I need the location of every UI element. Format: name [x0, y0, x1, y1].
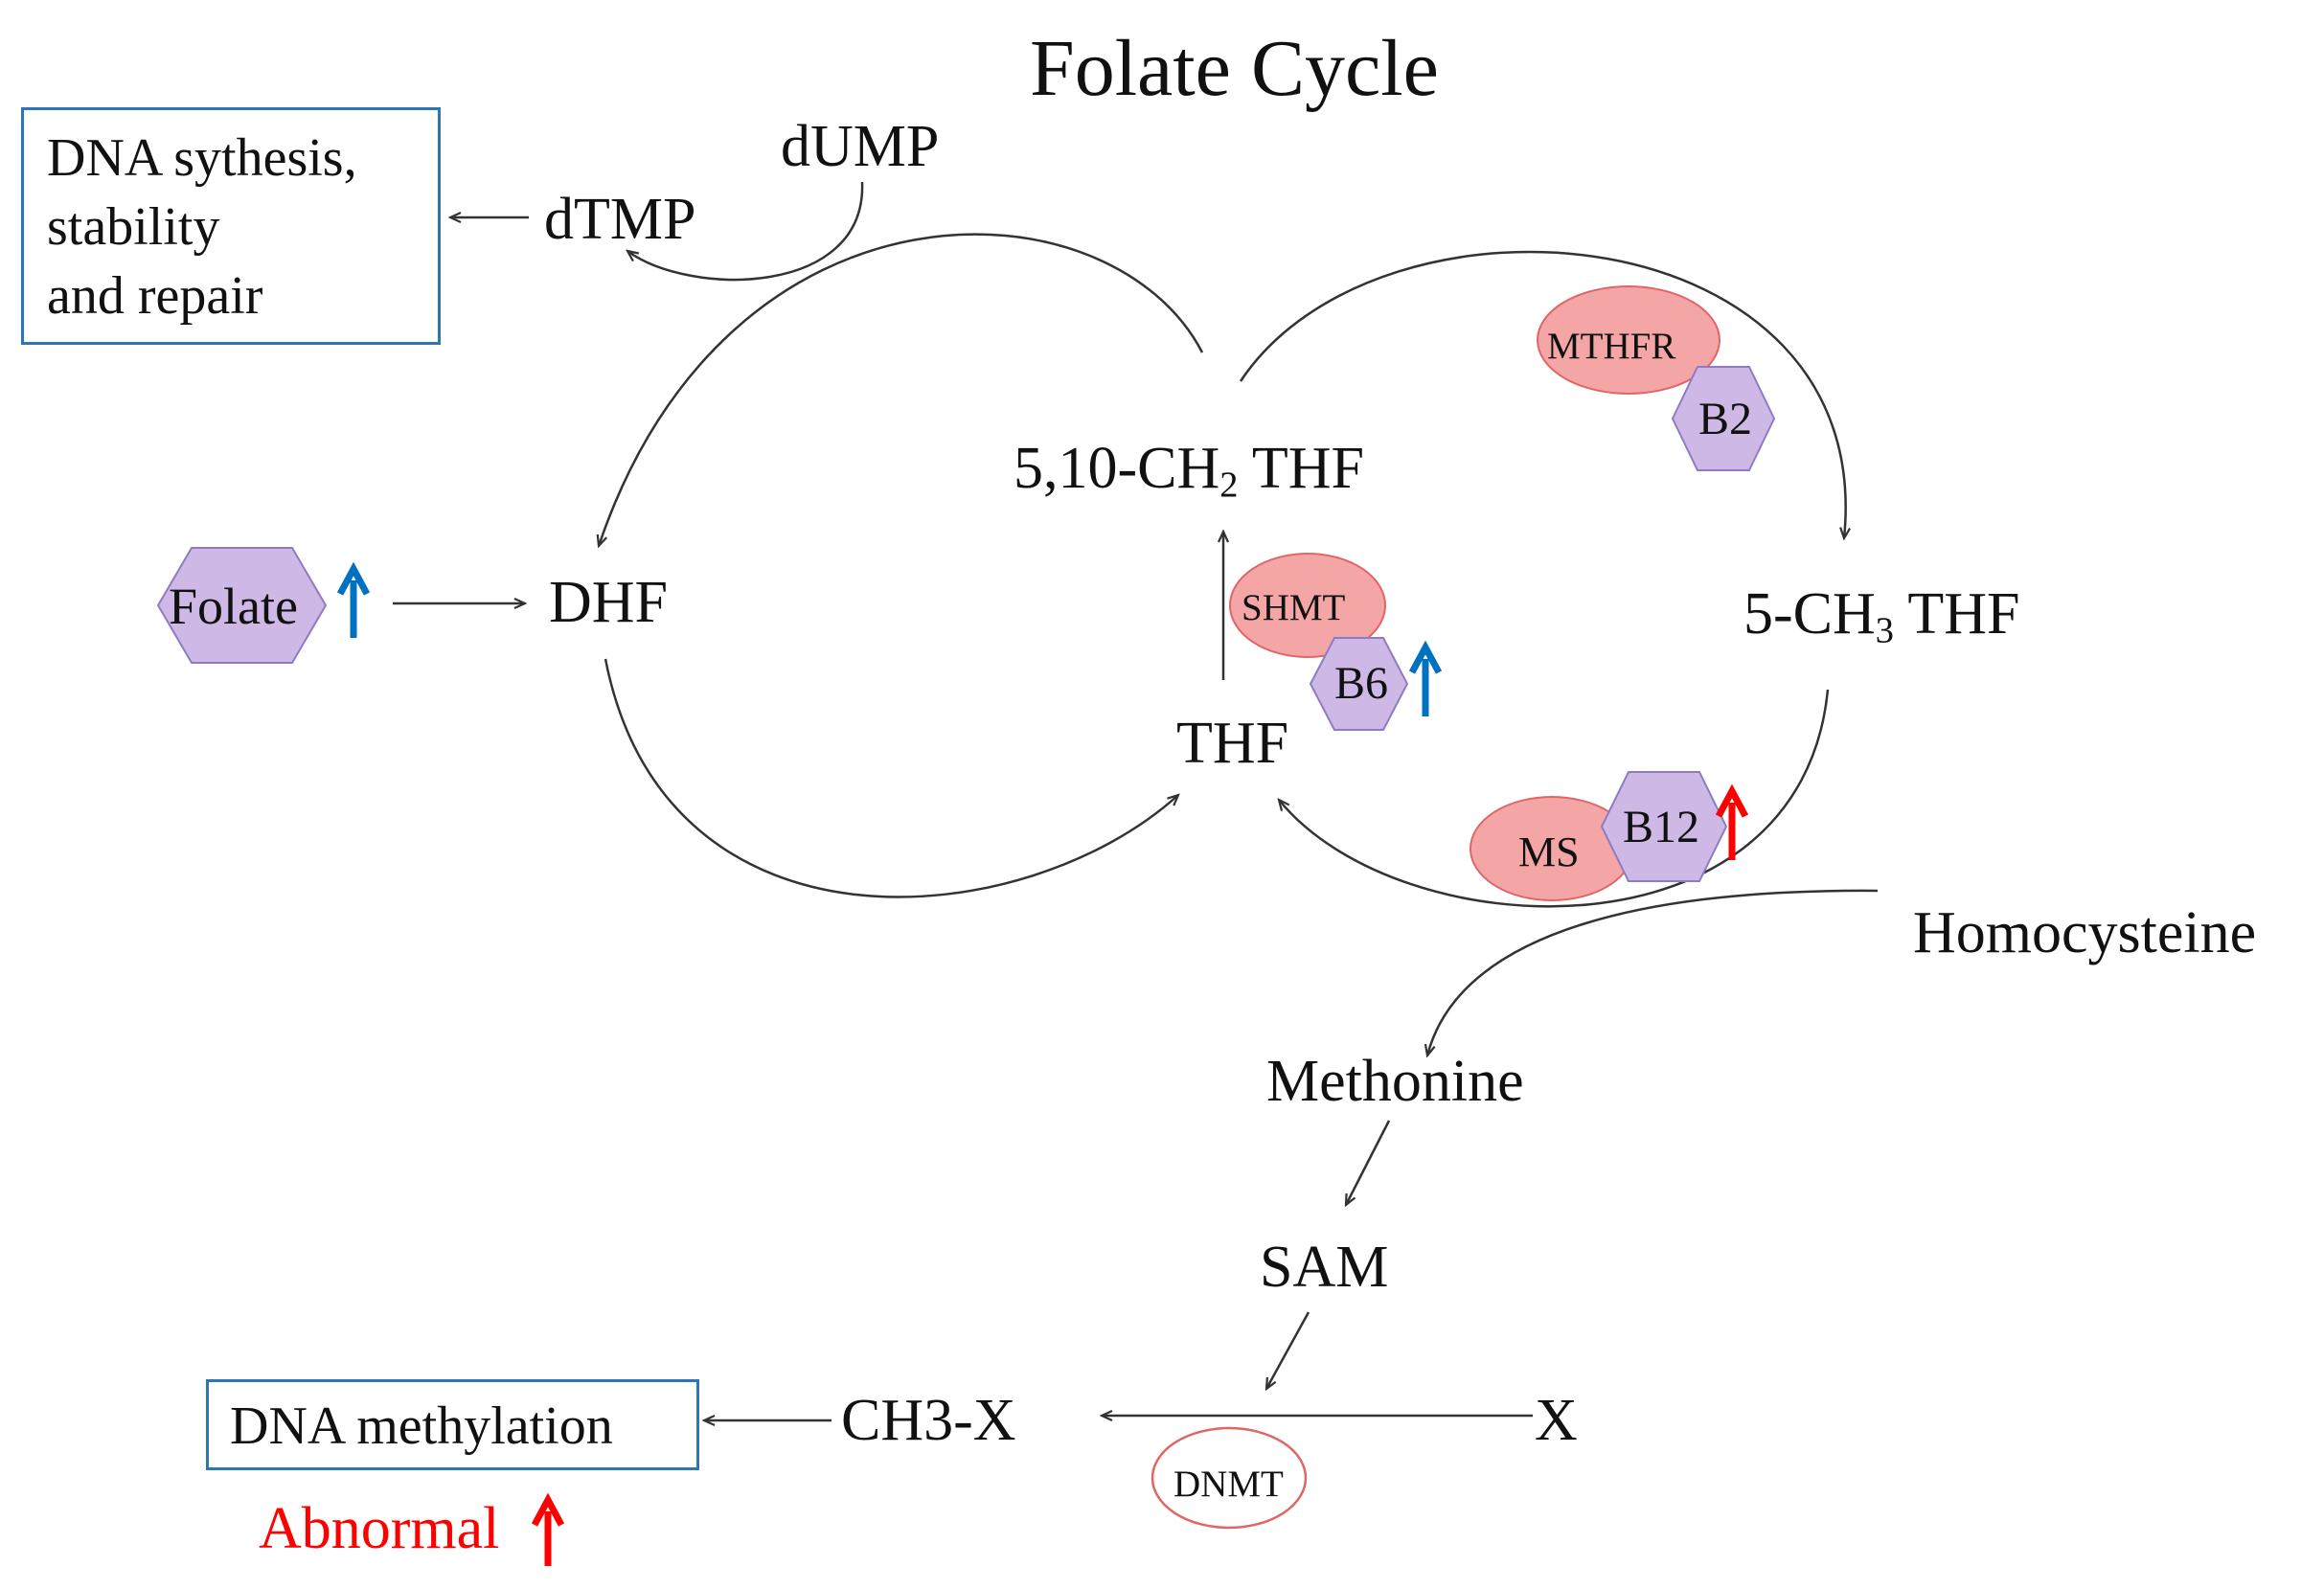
b6-hexagon: [1309, 637, 1409, 731]
b12-label: B12: [1623, 802, 1700, 852]
dna-synthesis-line-2: stability: [47, 197, 220, 257]
folate-hexagon: [156, 547, 328, 664]
arrow-dump-to-dtmp: [627, 181, 864, 282]
shmt-enzyme-shape: [1229, 553, 1386, 658]
b6-label: B6: [1334, 658, 1389, 709]
increase-arrow-b6: [1408, 640, 1443, 716]
arc-ch2thf-to-ch3thf: [1239, 250, 1846, 538]
dna-methylation-text: DNA methylation: [230, 1396, 613, 1456]
dna-synthesis-line-3: and repair: [47, 266, 263, 326]
increase-arrow-b12: [1715, 783, 1749, 860]
dnmt-label: DNMT: [1173, 1464, 1284, 1505]
ch3-thf-label: 5-CH3 THF: [1743, 581, 2020, 651]
diagram-title: Folate Cycle: [1030, 24, 1439, 113]
increase-arrow-folate: [336, 561, 371, 638]
increase-arrow-abnormal: [531, 1492, 565, 1566]
b2-hexagon: [1671, 366, 1776, 471]
ch2-thf-label: 5,10-CH2 THF: [1014, 436, 1365, 506]
b12-hexagon: [1600, 771, 1728, 882]
dnmt-enzyme-shape: [1151, 1426, 1308, 1530]
dna-methylation-box: DNA methylation: [206, 1379, 699, 1470]
shmt-label: SHMT: [1242, 587, 1346, 628]
arc-ch3thf-to-thf: [1279, 689, 1830, 908]
sam-label: SAM: [1260, 1235, 1389, 1300]
arc-ch2thf-to-dhf: [599, 233, 1204, 546]
mthfr-label: MTHFR: [1547, 326, 1676, 367]
ms-label: MS: [1518, 829, 1580, 875]
abnormal-label: Abnormal: [259, 1496, 500, 1561]
arrow-methionine-to-sam: [1346, 1120, 1391, 1205]
dtmp-label: dTMP: [544, 187, 696, 252]
arrow-homocysteine-to-methionine: [1427, 889, 1879, 1056]
methionine-label: Methonine: [1266, 1049, 1524, 1114]
dump-label: dUMP: [781, 114, 940, 179]
arrow-sam-to-dnmt: [1266, 1311, 1310, 1389]
arc-dhf-to-thf: [604, 658, 1178, 898]
homocysteine-label: Homocysteine: [1913, 900, 2257, 965]
b2-label: B2: [1698, 394, 1753, 444]
thf-label: THF: [1176, 711, 1289, 776]
folate-label: Folate: [169, 578, 298, 635]
ch3x-label: CH3-X: [841, 1388, 1016, 1453]
dhf-label: DHF: [549, 570, 669, 635]
dna-synthesis-box: DNA sythesis, stability and repair: [21, 107, 441, 345]
mthfr-enzyme-shape: [1537, 285, 1720, 395]
x-label: X: [1535, 1388, 1578, 1453]
dna-synthesis-line-1: DNA sythesis,: [47, 128, 357, 188]
